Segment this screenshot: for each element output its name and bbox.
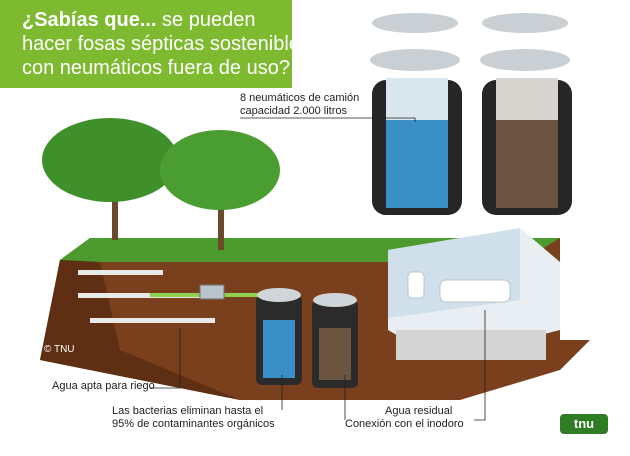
small-tank-clean-water [263, 320, 295, 378]
leader-tires [240, 117, 416, 122]
big-tank-clean-water [386, 120, 448, 208]
tree-crown-right [160, 130, 280, 210]
big-tank-clean-cap [372, 13, 458, 33]
big-tank-clean-ring [370, 49, 460, 71]
headline-line-2: hacer fosas sépticas sostenibles [22, 33, 310, 55]
label-wastewater-line2: Conexión con el inodoro [345, 418, 464, 430]
big-tank-waste-water [496, 120, 558, 208]
headline-banner: ¿Sabías que... se pueden hacer fosas sép… [0, 0, 310, 88]
drain-pipe-1 [78, 270, 163, 275]
tnu-logo: tnu [560, 414, 608, 434]
tree-trunk-left [112, 180, 118, 240]
small-tank-waste-lid [313, 293, 357, 307]
drain-pipe-2 [78, 293, 208, 298]
headline-line-1: ¿Sabías que... se pueden [22, 8, 255, 32]
floor-slab [396, 330, 546, 360]
label-bacteria-line2: 95% de contaminantes orgánicos [112, 418, 275, 430]
big-tank-waste-ring [480, 49, 570, 71]
tree-crown-left [42, 118, 178, 202]
distribution-box [199, 284, 225, 300]
toilet [407, 271, 425, 299]
label-tires-line2: capacidad 2.000 litros [240, 105, 348, 117]
tree-trunk-right [218, 190, 224, 250]
label-tires-line1: 8 neumáticos de camión [240, 92, 360, 104]
small-tank-waste-water [319, 328, 351, 380]
small-tank-clean-lid [257, 288, 301, 302]
copyright: © TNU [44, 344, 75, 355]
headline-rest: se pueden [156, 9, 256, 31]
label-wastewater-line1: Agua residual [385, 405, 453, 417]
label-irrigation: Agua apta para riego [52, 380, 155, 392]
bathtub [439, 279, 511, 303]
leader-toilet [474, 310, 486, 421]
headline-bold: ¿Sabías que... [22, 9, 157, 31]
drain-pipe-3 [90, 318, 215, 323]
headline-line-3: con neumáticos fuera de uso? [22, 57, 290, 79]
label-bacteria-line1: Las bacterias eliminan hasta el [112, 405, 264, 417]
leader-irrigation [150, 328, 181, 389]
big-tank-waste-cap [482, 13, 568, 33]
